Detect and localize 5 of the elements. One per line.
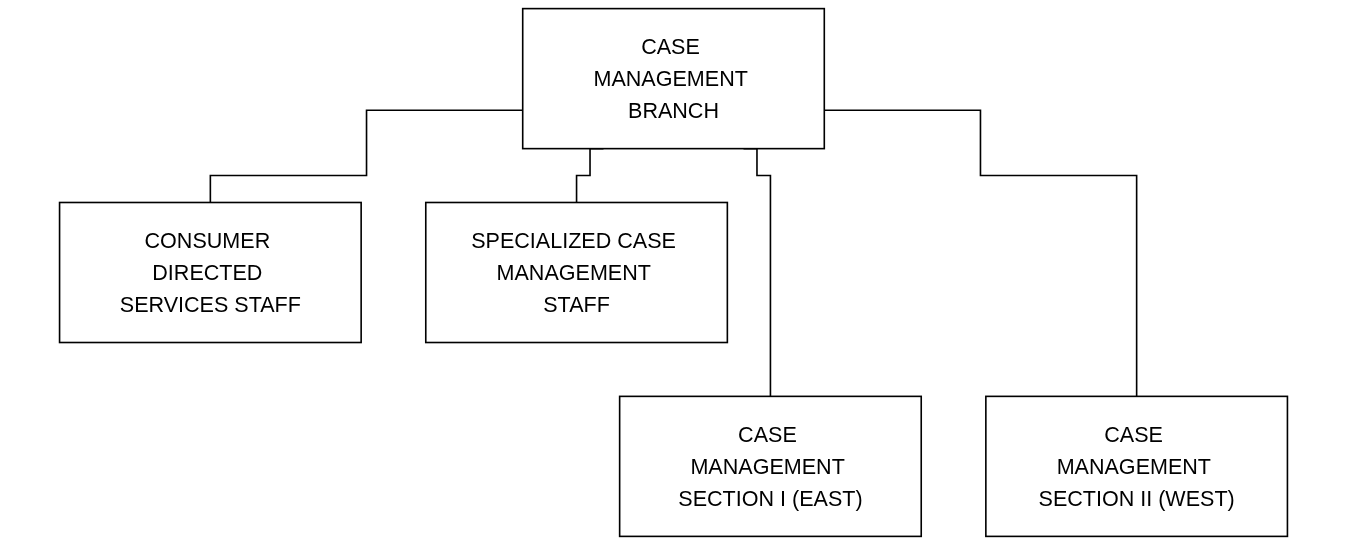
node-box: CASE MANAGEMENT SECTION II (WEST) xyxy=(985,395,1289,538)
node-box: CASE MANAGEMENT SECTION I (EAST) xyxy=(618,395,923,538)
node-box: CASE MANAGEMENT BRANCH xyxy=(521,7,826,150)
node-box: CONSUMER DIRECTED SERVICES STAFF xyxy=(58,201,362,344)
node-box: SPECIALIZED CASE MANAGEMENT STAFF xyxy=(424,201,729,344)
